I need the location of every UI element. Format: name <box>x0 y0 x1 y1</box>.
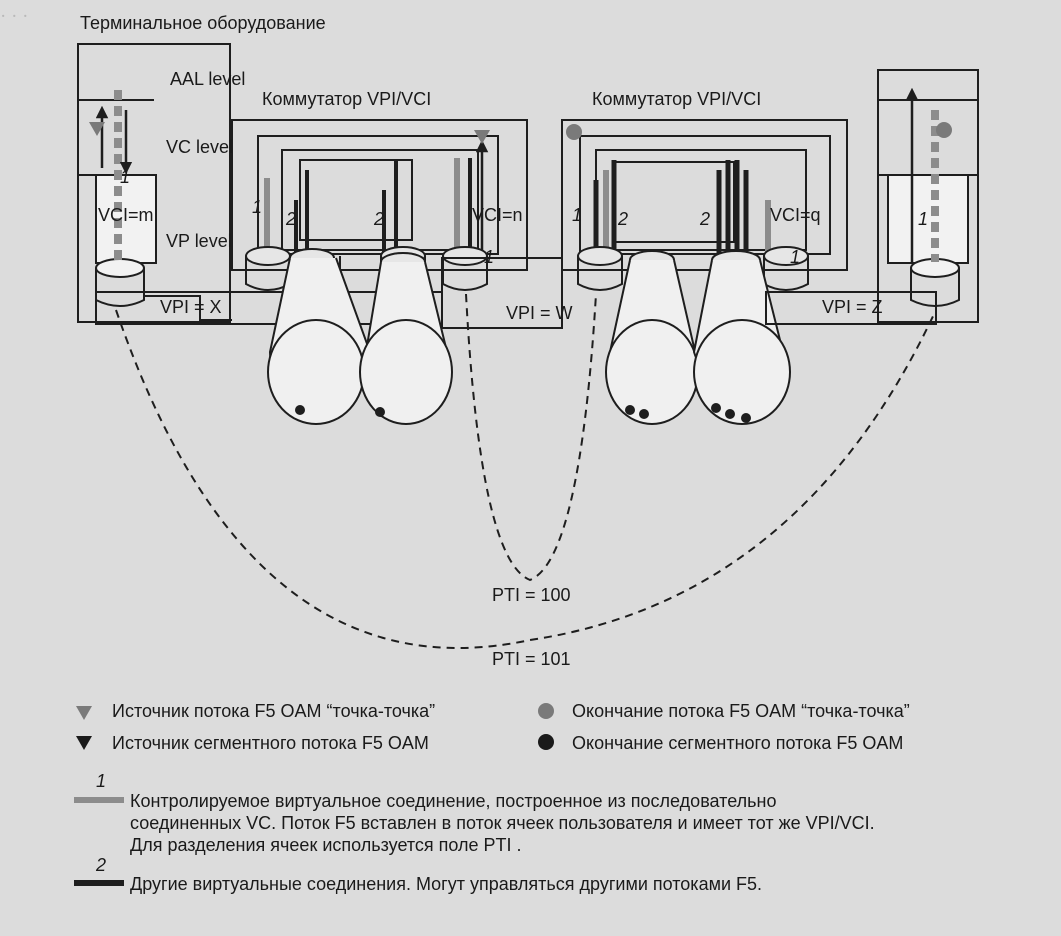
pti-101-label: PTI = 101 <box>492 649 571 669</box>
vci-q-label: VCI=q <box>770 205 821 225</box>
end-segment-icon <box>538 734 554 750</box>
legend-end-p2p: Окончание потока F5 OAM “точка-точка” <box>572 701 910 721</box>
vp-link-w <box>441 257 563 329</box>
vpi-x-label: VPI = X <box>160 297 222 317</box>
vc-level-label: VC level <box>166 137 234 157</box>
legend-line1-text-2: соединенных VC. Поток F5 вставлен в пото… <box>130 813 875 833</box>
legend-num-1: 1 <box>96 771 107 791</box>
legend-end-segment: Окончание сегментного потока F5 OAM <box>572 733 904 753</box>
bleed-text: · · · <box>0 6 29 27</box>
cable-drum <box>267 248 372 425</box>
switch2-title: Коммутатор VPI/VCI <box>592 89 762 109</box>
switch1-title: Коммутатор VPI/VCI <box>262 89 432 109</box>
mark-1-switch1-out: 1 <box>484 247 495 267</box>
terminal-title: Терминальное оборудование <box>80 13 326 33</box>
end-p2p-marker-right <box>936 122 952 138</box>
mark-1-terminal-left: 1 <box>120 167 131 187</box>
vci-m-label: VCI=m <box>98 205 154 225</box>
legend-num-2: 2 <box>96 855 107 875</box>
source-p2p-marker <box>89 122 105 136</box>
vp-link-z <box>765 291 937 325</box>
legend-symbols <box>74 703 554 886</box>
legend-line2-text: Другие виртуальные соединения. Могут упр… <box>130 874 763 894</box>
cable-drum <box>605 250 699 425</box>
legend-source-segment: Источник сегментного потока F5 OAM <box>112 733 429 753</box>
mark-2-switch2-b: 2 <box>700 209 711 229</box>
vpi-w-label: VPI = W <box>506 303 573 323</box>
aal-level-label: AAL level <box>170 69 246 89</box>
vpi-z-label: VPI = Z <box>822 297 883 317</box>
source-segment-icon <box>76 736 92 750</box>
cable-drum <box>692 250 791 425</box>
terminal-right <box>877 69 979 323</box>
legend-source-p2p: Источник потока F5 OAM “точка-точка” <box>112 701 436 721</box>
mark-1-switch2-out: 1 <box>790 247 801 267</box>
legend-line1-text-3: Для разделения ячеек используется поле P… <box>130 835 522 855</box>
mark-1-switch1: 1 <box>252 197 263 217</box>
end-p2p-icon <box>538 703 554 719</box>
mark-2-switch1-b: 2 <box>374 209 385 229</box>
end-p2p-marker-s2 <box>566 124 582 140</box>
mark-2-switch2-a: 2 <box>618 209 629 229</box>
vp-level-label: VP level <box>166 231 232 251</box>
mark-1-switch2-in: 1 <box>572 205 583 225</box>
mark-2-switch1-a: 2 <box>286 209 297 229</box>
pti-100-label: PTI = 100 <box>492 585 571 605</box>
switch-2 <box>561 119 848 425</box>
legend-line1-text-1: Контролируемое виртуальное соединение, п… <box>130 791 777 811</box>
source-p2p-marker-s1 <box>474 130 490 144</box>
switch-1 <box>231 119 528 425</box>
cable-drum <box>359 252 453 425</box>
pti-dashed-arcs <box>115 293 936 649</box>
vci-n-label: VCI=n <box>472 205 523 225</box>
source-p2p-icon <box>76 706 92 720</box>
mark-1-terminal-right: 1 <box>918 209 929 229</box>
